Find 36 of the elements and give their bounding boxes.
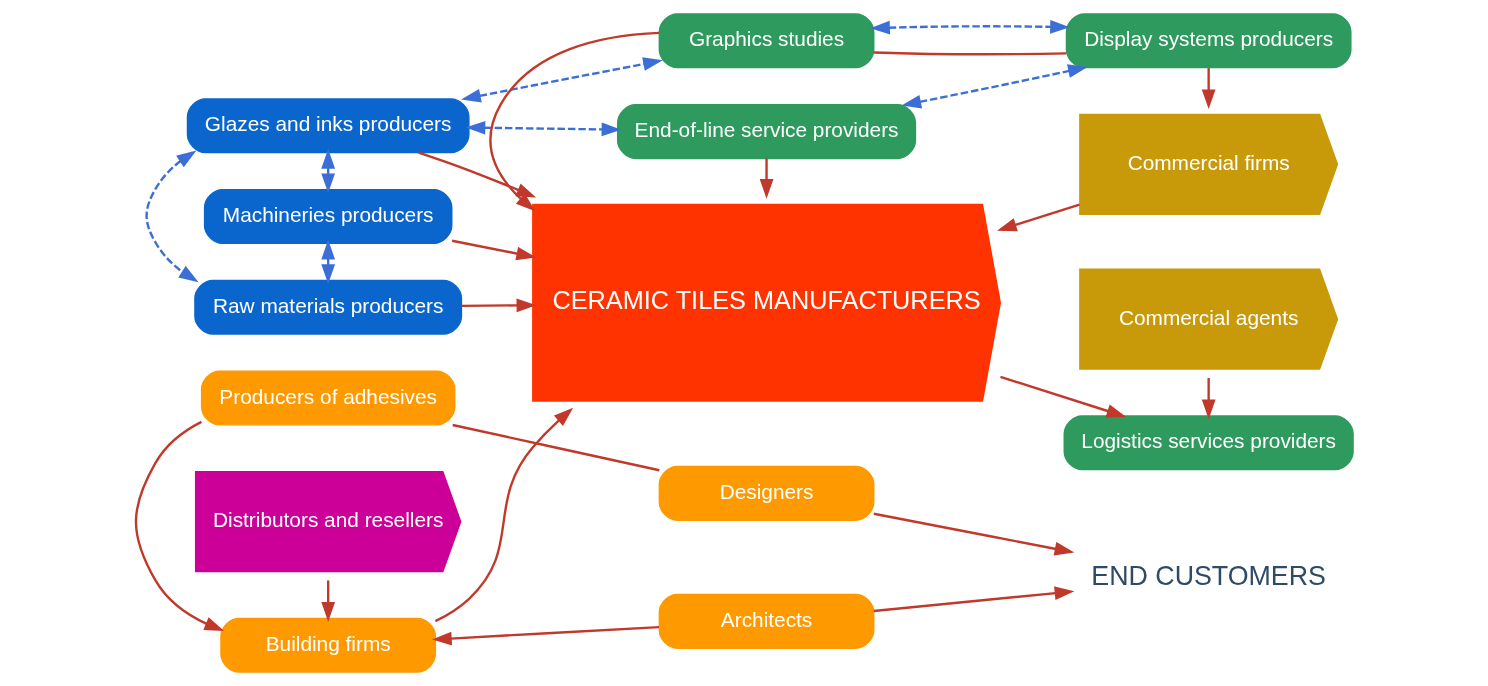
arrow [144, 150, 199, 283]
arrow [901, 64, 1088, 109]
node-box: Glazes and inks producers [186, 98, 470, 154]
arrow [417, 151, 536, 198]
arrow [1201, 378, 1216, 420]
arrow [460, 57, 663, 103]
arrow [460, 298, 536, 313]
node-text: END CUSTOMERS [1090, 560, 1326, 591]
arrow [320, 239, 335, 284]
arrow [873, 586, 1074, 613]
arrow [1201, 68, 1216, 110]
arrow [488, 31, 659, 212]
arrow [431, 626, 659, 646]
node-box: Designers [658, 465, 874, 521]
node-box: End-of-line service providers [616, 104, 916, 160]
node-box: Display systems producers [1065, 13, 1352, 69]
node-box: Architects [658, 593, 874, 649]
arrow [320, 580, 335, 622]
connector [873, 51, 1066, 56]
arrow [873, 512, 1074, 556]
node-box: Raw materials producers [193, 279, 462, 335]
node-box: Machineries producers [203, 188, 452, 244]
arrow [320, 149, 335, 194]
arrow [996, 203, 1080, 232]
arrow [451, 239, 536, 261]
node-box: Logistics services providers [1063, 415, 1354, 471]
arrow [134, 420, 224, 632]
arrow [465, 120, 621, 137]
arrow [434, 407, 573, 623]
arrow [869, 19, 1070, 35]
node-box: Graphics studies [658, 13, 874, 69]
node-box: Producers of adhesives [200, 370, 455, 426]
arrow [999, 375, 1126, 418]
node-box: Building firms [219, 617, 436, 673]
connector [451, 423, 660, 472]
arrow [759, 158, 773, 199]
